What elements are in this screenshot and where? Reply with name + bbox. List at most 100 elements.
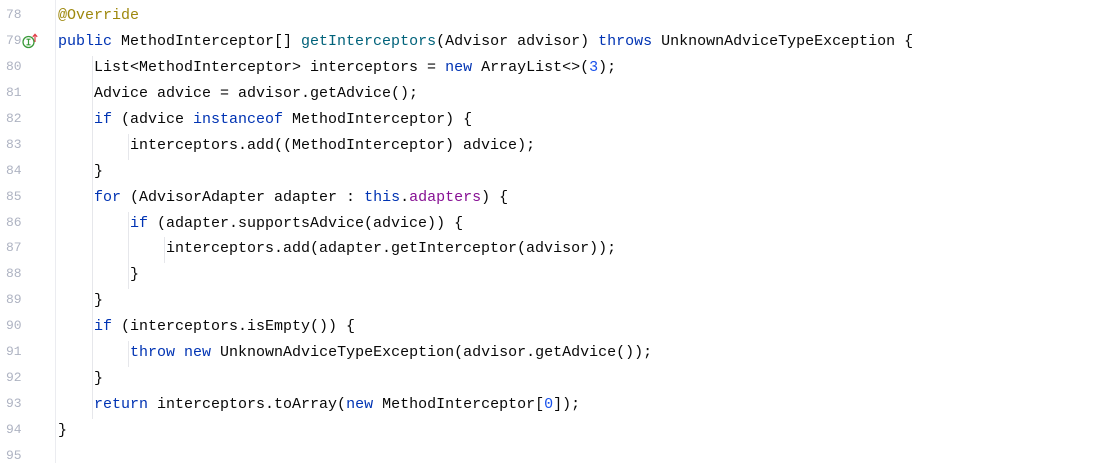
indent-guide xyxy=(92,289,93,316)
line-number[interactable]: 86 xyxy=(6,214,22,230)
code-line[interactable]: 90 if (interceptors.isEmpty()) { xyxy=(0,315,1097,342)
line-number[interactable]: 78 xyxy=(6,7,22,22)
code-line[interactable]: 84} xyxy=(0,159,1097,186)
line-number[interactable]: 80 xyxy=(6,58,22,74)
code-token: } xyxy=(94,370,104,388)
indent-guide xyxy=(92,81,93,108)
code-token: for xyxy=(94,188,122,206)
code-text: throw new UnknownAdviceTypeException(adv… xyxy=(130,343,652,363)
implementing-method-icon[interactable] xyxy=(22,33,38,49)
code-line[interactable]: 78 @Override xyxy=(0,4,1097,30)
code-token: return xyxy=(94,396,149,414)
code-line[interactable]: 80 List<MethodInterceptor> interceptors =… xyxy=(0,55,1097,82)
code-text: return interceptors.toArray(new MethodIn… xyxy=(94,395,580,415)
code-token: . xyxy=(400,188,410,206)
code-line[interactable]: 81 Advice advice = advisor.getAdvice(); xyxy=(0,81,1097,108)
indent-guide xyxy=(92,263,93,290)
code-text: List<MethodInterceptor> interceptors = n… xyxy=(94,58,616,78)
code-line[interactable]: 79 public MethodInterceptor[] getIntercep… xyxy=(0,30,1097,56)
code-line[interactable]: 91 throw new UnknownAdviceTypeException(a… xyxy=(0,341,1097,368)
code-token xyxy=(175,344,184,361)
code-text: public MethodInterceptor[] getIntercepto… xyxy=(58,32,913,52)
indent-guide xyxy=(92,341,93,368)
indent-guide xyxy=(92,185,93,212)
code-text: @Override xyxy=(58,6,139,26)
indent-guide xyxy=(92,367,93,394)
line-number[interactable]: 81 xyxy=(6,84,22,100)
code-line[interactable]: 95 xyxy=(0,445,1097,471)
code-token: ) { xyxy=(481,188,509,206)
code-token: if xyxy=(94,110,113,128)
code-token: } xyxy=(94,162,104,180)
code-text: } xyxy=(94,291,103,311)
line-number[interactable]: 79 xyxy=(6,32,22,48)
line-number[interactable]: 92 xyxy=(6,370,22,386)
code-token: ArrayList<>( xyxy=(472,58,590,76)
code-token: } xyxy=(130,266,140,284)
indent-guide xyxy=(128,211,129,238)
code-token: new xyxy=(184,344,212,362)
indent-guide xyxy=(92,133,93,160)
code-token: @Override xyxy=(58,7,140,24)
code-text: for (AdvisorAdapter adapter : this.adapt… xyxy=(94,188,508,208)
code-line[interactable]: 88} xyxy=(0,263,1097,290)
code-line[interactable]: 94} xyxy=(0,419,1097,445)
code-token: throws xyxy=(598,32,653,50)
code-line[interactable]: 89} xyxy=(0,289,1097,316)
line-number[interactable]: 82 xyxy=(6,110,22,126)
code-line[interactable]: 83 interceptors.add((MethodInterceptor) a… xyxy=(0,133,1097,160)
indent-guide xyxy=(128,263,129,290)
line-number[interactable]: 90 xyxy=(6,318,22,334)
code-token: UnknownAdviceTypeException(advisor.getAd… xyxy=(211,344,653,362)
indent-guide xyxy=(164,237,165,264)
line-number[interactable]: 95 xyxy=(6,447,22,463)
code-token: 3 xyxy=(589,58,599,76)
code-token: } xyxy=(94,292,104,310)
code-token: 0 xyxy=(544,396,554,414)
code-token: (Advisor advisor) xyxy=(436,32,599,50)
code-token: public xyxy=(58,32,113,50)
code-token: ]); xyxy=(553,396,581,414)
code-line[interactable]: 85 for (AdvisorAdapter adapter : this.ada… xyxy=(0,185,1097,212)
line-number[interactable]: 88 xyxy=(6,266,22,282)
code-token: (AdvisorAdapter adapter : xyxy=(121,188,365,206)
line-number[interactable]: 89 xyxy=(6,292,22,308)
indent-guide xyxy=(92,159,93,186)
code-token: MethodInterceptor[] xyxy=(112,32,302,50)
indent-guide xyxy=(128,133,129,160)
code-token: interceptors.add((MethodInterceptor) adv… xyxy=(130,136,536,154)
code-token: (advice xyxy=(112,110,194,128)
code-token: if xyxy=(130,214,149,232)
indent-guide xyxy=(92,237,93,264)
code-token: this xyxy=(364,188,401,206)
code-token: adapters xyxy=(409,188,482,206)
code-token: MethodInterceptor) { xyxy=(283,110,473,128)
line-number[interactable]: 83 xyxy=(6,136,22,152)
indent-guide xyxy=(128,341,129,368)
code-line[interactable]: 92} xyxy=(0,367,1097,394)
code-text: } xyxy=(94,369,103,389)
code-token: (interceptors.isEmpty()) { xyxy=(112,318,356,336)
indent-guide xyxy=(128,237,129,264)
line-number[interactable]: 91 xyxy=(6,344,22,360)
code-token: UnknownAdviceTypeException { xyxy=(652,32,914,50)
code-text: Advice advice = advisor.getAdvice(); xyxy=(94,84,418,104)
code-token: MethodInterceptor[ xyxy=(373,396,545,414)
indent-guide xyxy=(92,393,93,420)
line-number[interactable]: 94 xyxy=(6,422,22,438)
line-number[interactable]: 84 xyxy=(6,162,22,178)
code-text: } xyxy=(130,265,139,285)
code-token: ); xyxy=(598,58,617,76)
code-token: if xyxy=(94,318,113,336)
code-line[interactable]: 93 return interceptors.toArray(new Method… xyxy=(0,393,1097,420)
line-number[interactable]: 93 xyxy=(6,396,22,412)
line-number[interactable]: 87 xyxy=(6,240,22,256)
line-number[interactable]: 85 xyxy=(6,188,22,204)
code-token: getInterceptors xyxy=(301,32,437,50)
code-token: new xyxy=(346,396,374,414)
indent-guide xyxy=(92,211,93,238)
code-text: } xyxy=(58,421,67,441)
